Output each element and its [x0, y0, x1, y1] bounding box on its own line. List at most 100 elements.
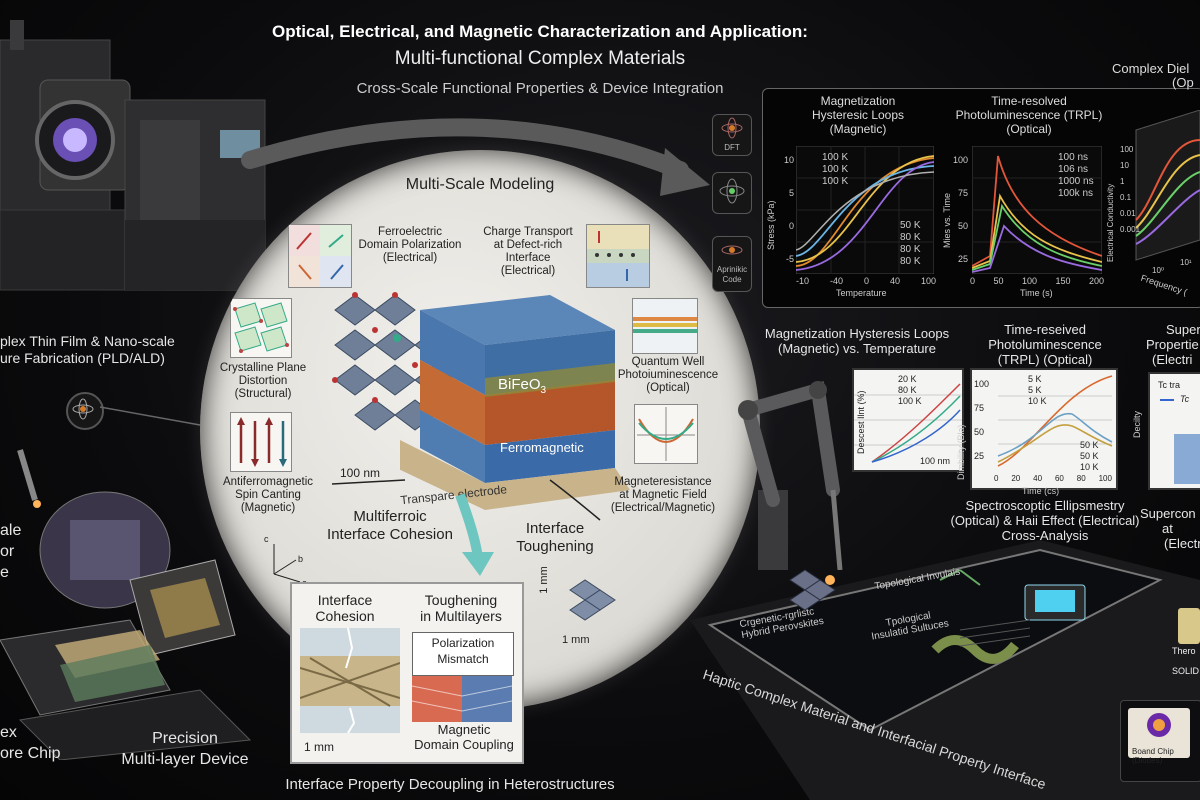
- mag-title-line2: Hysteresic Loops: [811, 108, 905, 122]
- cohesion-fibers: [300, 628, 400, 733]
- side-text-line2: or: [0, 543, 15, 560]
- trpl2-ytick-2: 50: [974, 427, 985, 437]
- mag-xtick-2: 0: [863, 276, 869, 286]
- super-legend-title: Tc tra: [1158, 380, 1181, 390]
- interface-inset: Interface Cohesion Toughening in Multila…: [290, 582, 524, 764]
- trpl2-ytick-1: 75: [974, 403, 985, 413]
- trpl-xtick-2: 100: [1021, 276, 1037, 286]
- trpl2-xtick-1: 20: [1011, 474, 1021, 483]
- dft-label: DFT: [724, 143, 740, 152]
- charge-label-line4: (Electrical): [500, 265, 556, 277]
- mag2-plot-frame: 20 K 80 K 100 K 100 nm Descest Ilnt (%): [852, 368, 964, 472]
- ellip-line3: Cross-Analysis: [1001, 528, 1089, 543]
- mag-xtick-4: 100: [920, 276, 936, 286]
- trpl-ytick-2: 50: [957, 221, 968, 231]
- mag-title-line3: (Magnetic): [829, 122, 887, 136]
- heterostructure-block: [400, 295, 630, 510]
- mr-label-line2: at Magnetic Field: [619, 489, 707, 501]
- trpl2-legend-1: 5 K: [1028, 385, 1042, 395]
- main-subtitle-2: Cross-Scale Functional Properties & Devi…: [356, 80, 724, 97]
- trpl2-legend-2: 10 K: [1028, 396, 1047, 406]
- crystal-label-line2: Distortion: [238, 375, 288, 387]
- side-text-line1: ale: [0, 522, 22, 539]
- diel-xtick-0: 10⁰: [1152, 266, 1165, 275]
- charge-label-line2: at Defect-rich: [493, 239, 563, 251]
- supercon-line2: at: [1162, 521, 1173, 536]
- quantum-label-line1: Quantum Well: [631, 356, 705, 368]
- chip-caption-line1: ex: [0, 724, 17, 741]
- diel-ytick-4: 0.01: [1120, 209, 1136, 218]
- scale-1mm-vertical: 1 mm: [537, 566, 550, 594]
- mag-legend-2: 100 K: [822, 176, 849, 187]
- device-caption-line1: Precision: [152, 730, 218, 747]
- trpl2-xtick-2: 40: [1033, 474, 1043, 483]
- scale-1mm-horizontal: 1 mm: [562, 634, 590, 646]
- dft-icon-button[interactable]: DFT: [712, 114, 752, 156]
- right-card-1[interactable]: [1178, 608, 1200, 644]
- trpl-xtick-0: 0: [970, 276, 976, 286]
- supercon-line1: Supercon: [1140, 506, 1196, 521]
- diel-xtick-1: 10¹: [1180, 258, 1192, 267]
- trpl-ytick-0: 100: [952, 155, 968, 165]
- trpl2-caption-line3: (TRPL) (Optical): [997, 352, 1093, 367]
- charge-label-line1: Charge Transport: [483, 226, 573, 238]
- md-icon-button[interactable]: [712, 172, 752, 214]
- right-card-3-line2: (Diodes): [1132, 756, 1163, 765]
- afm-spin-tile: [230, 412, 292, 472]
- mag2-legend-0: 20 K: [898, 374, 917, 384]
- right-card-3[interactable]: Boand Chip (Diodes): [1128, 708, 1190, 765]
- charge-transport-tile: [586, 224, 650, 288]
- right-card-2-label: SOLID: [1172, 666, 1200, 676]
- trpl2-xtick-0: 0: [994, 474, 999, 483]
- zoom-arrow: [455, 493, 494, 576]
- diel-ytick-5: 0.001: [1120, 225, 1141, 234]
- diel-title-line2: (Op: [1172, 75, 1194, 90]
- mr-label-line3: (Electrical/Magnetic): [610, 502, 716, 514]
- connector-line: [99, 406, 201, 426]
- diel-ylabel: Electrical Conductivity: [1106, 183, 1115, 262]
- axis-c: c: [264, 534, 269, 544]
- scale-bar-100nm: [331, 479, 406, 485]
- inset-tough-line2: in Multilayers: [420, 608, 502, 624]
- atom-orbit-icon: [719, 178, 745, 204]
- mag-ytick-2: 0: [788, 221, 794, 231]
- trpl2-xtick-3: 60: [1054, 474, 1064, 483]
- ferroelectric-tile: [288, 224, 352, 288]
- curved-arrow: [241, 118, 710, 196]
- nanocluster: [569, 579, 616, 621]
- inset-mag-line1: Magnetic: [437, 722, 491, 737]
- mag-legend-5: 80 K: [900, 244, 921, 255]
- lens-title: Multi-Scale Modeling: [405, 176, 555, 193]
- inset-mag-line2: Domain Coupling: [414, 737, 514, 752]
- fab-caption-line2: ure Fabrication (PLD/ALD): [0, 350, 165, 366]
- mag-ytick-3: -5: [785, 254, 794, 264]
- trpl-legend-3: 100k ns: [1058, 188, 1094, 199]
- mag-xlabel: Temperature: [836, 288, 887, 298]
- robot-arm: [738, 381, 843, 570]
- trpl2-legend-4: 50 K: [1080, 451, 1099, 461]
- trpl-plot: [972, 146, 1102, 274]
- toughening-pointer: [549, 479, 601, 521]
- ellip-line2: (Optical) & Haii Effect (Electrical): [950, 513, 1140, 528]
- bottom-caption: Interface Property Decoupling in Heteros…: [285, 776, 615, 793]
- multiferroic-line2: Interface Cohesion: [327, 526, 453, 543]
- code-icon-button[interactable]: Aprinikic Code: [712, 236, 752, 292]
- chip-caption-line2: ore Chip: [0, 745, 61, 762]
- mag2-legend-1: 80 K: [898, 385, 917, 395]
- pld-machine-illustration: [0, 20, 266, 291]
- afm-label-line2: Spin Canting: [235, 489, 301, 501]
- crystalline-plane-tile: [230, 298, 292, 358]
- quantum-label-line2: Photoiuminescence: [617, 369, 719, 381]
- trpl-xtick-1: 50: [993, 276, 1004, 286]
- super-caption-line2: Propertie: [1146, 337, 1199, 352]
- ferro-label-line3: (Electrical): [382, 252, 438, 264]
- wafer-chip-illustration: [0, 449, 252, 760]
- atom-icon[interactable]: [66, 392, 104, 430]
- bfo-label: BiFeO3: [498, 376, 546, 396]
- trpl2-ytick-3: 25: [974, 451, 985, 461]
- code-atom-icon: [721, 245, 743, 255]
- trpl2-caption-line1: Time-reseived: [1004, 322, 1086, 337]
- right-card-1-label: Thero: [1172, 646, 1196, 656]
- afm-label-line3: (Magnetic): [240, 502, 296, 514]
